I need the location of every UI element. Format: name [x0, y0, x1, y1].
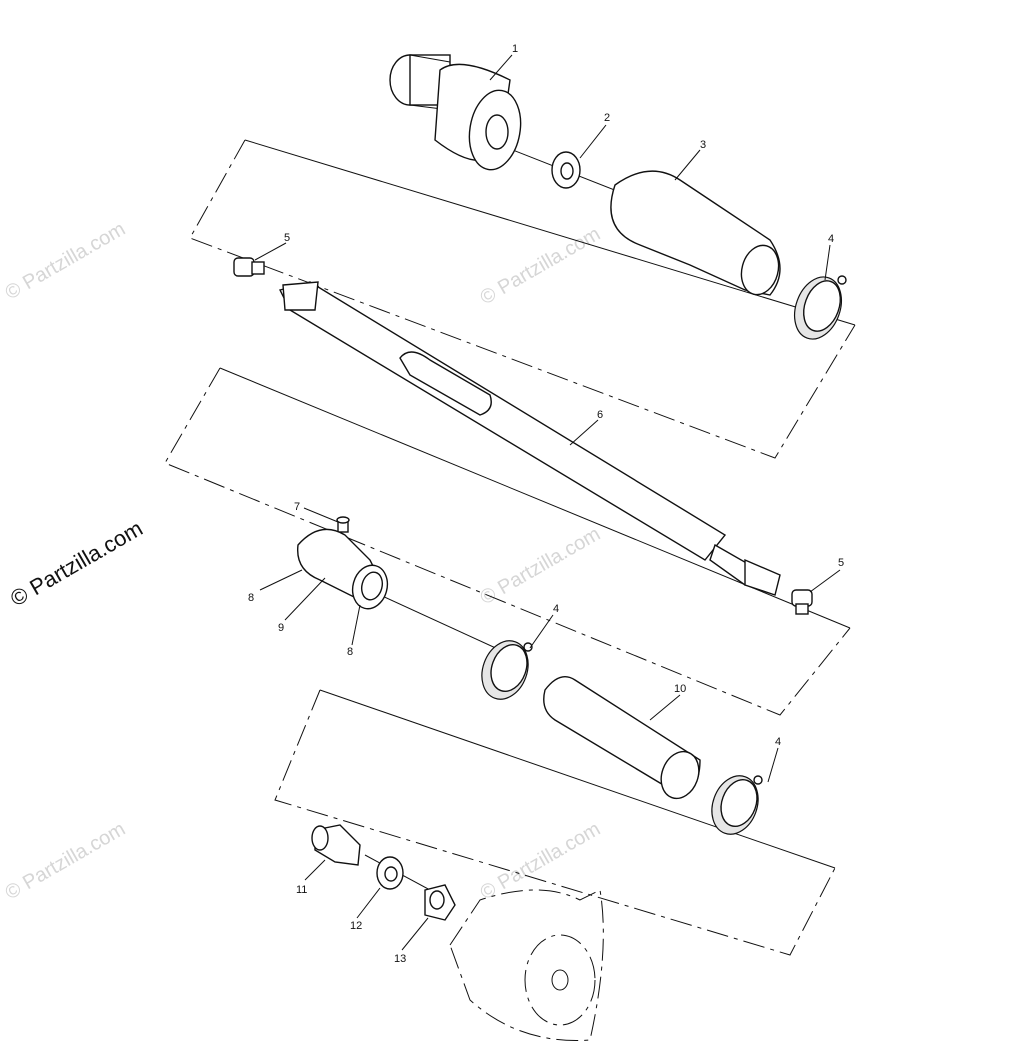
- callout-4-top: 4: [828, 233, 834, 245]
- part-10-hose: [543, 676, 701, 800]
- part-4-clamp-low: [711, 775, 763, 835]
- callout-1: 1: [512, 43, 518, 55]
- callout-4-low: 4: [775, 736, 781, 748]
- callout-8-left: 8: [248, 592, 254, 604]
- callout-11: 11: [296, 884, 307, 896]
- part-5-plug-low: [791, 589, 813, 615]
- callout-5-top: 5: [284, 232, 290, 244]
- faint-watermark-5: © Partzilla.com: [477, 818, 605, 904]
- guide-low-edge: [319, 689, 836, 869]
- guide-shaft-lower: [164, 367, 851, 716]
- callout-10: 10: [674, 683, 686, 695]
- callout-labels: 1 2 3 4 4 4 5 5 6 7 8 8 9 10 11 12 13: [248, 43, 844, 965]
- part-2-washer: [551, 151, 581, 189]
- part-6-drive-shaft: [278, 281, 781, 596]
- callout-4-mid: 4: [553, 603, 559, 615]
- part-4-clamp-mid: [481, 640, 533, 700]
- callout-2: 2: [604, 112, 610, 124]
- callout-5-low: 5: [838, 557, 844, 569]
- part-1-coupler: [389, 54, 522, 171]
- guide-shaft-upper: [189, 139, 856, 459]
- part-12-washer: [376, 856, 404, 890]
- faint-watermark-4: © Partzilla.com: [2, 818, 130, 904]
- impeller-ghost: [449, 889, 604, 1041]
- guide-top-edge: [244, 139, 856, 326]
- guide-hose-lower: [274, 689, 836, 956]
- callout-9: 9: [278, 622, 284, 634]
- callout-13: 13: [394, 953, 406, 965]
- part-13-bracket: [424, 884, 456, 921]
- callout-6: 6: [597, 409, 603, 421]
- callout-8-right: 8: [347, 646, 353, 658]
- main-watermark: © Partzilla.com: [6, 516, 147, 612]
- leader-lines: [254, 54, 841, 951]
- callout-7: 7: [294, 501, 300, 513]
- faint-watermark-1: © Partzilla.com: [2, 218, 130, 304]
- part-5-plug-top: [233, 257, 265, 277]
- faint-watermark-3: © Partzilla.com: [477, 523, 605, 609]
- callout-3: 3: [700, 139, 706, 151]
- part-7-screw: [336, 516, 350, 533]
- part-4-clamp-top: [794, 275, 847, 340]
- faint-watermark-2: © Partzilla.com: [477, 223, 605, 309]
- part-3-boot: [610, 170, 781, 296]
- axis-line-2: [379, 594, 501, 651]
- part-11-fitting: [311, 824, 361, 866]
- part-8-9-bearing-housing: [296, 528, 389, 610]
- callout-12: 12: [350, 920, 362, 932]
